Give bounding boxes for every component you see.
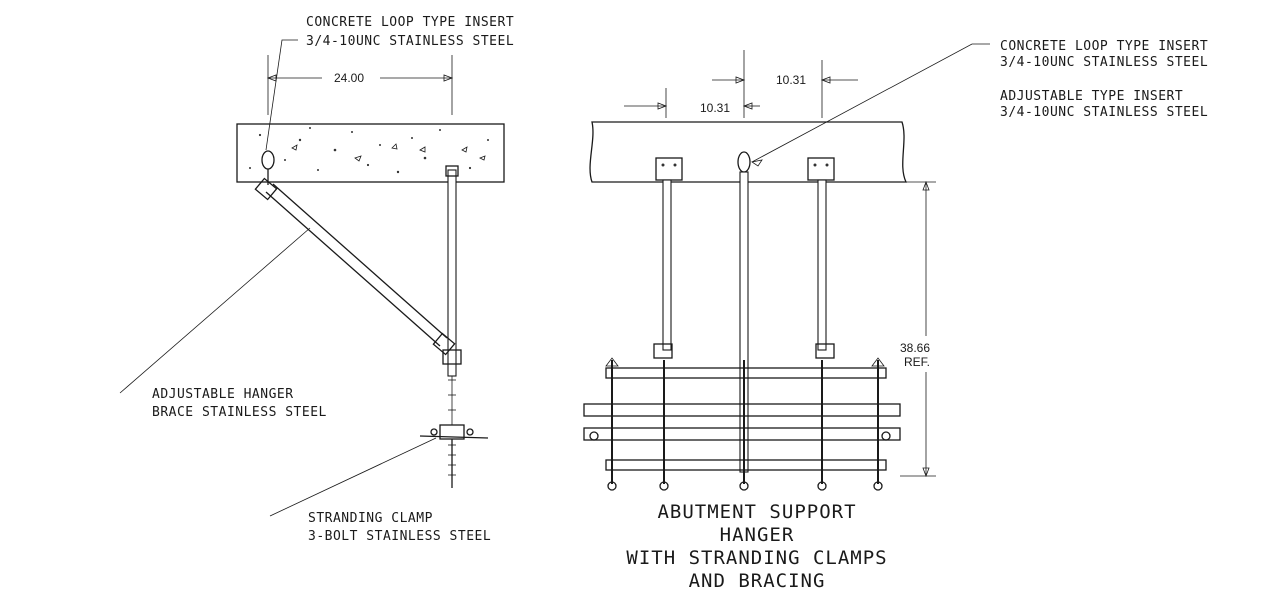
dim-height-note: REF. [904, 355, 930, 369]
adjustable-insert-label-line2: 3/4-10UNC STAINLESS STEEL [1000, 105, 1208, 120]
hanger-rod-a [662, 179, 672, 351]
clamp-label-line2: 3-BOLT STAINLESS STEEL [308, 529, 491, 544]
title-line3: WITH STRANDING CLAMPS [626, 547, 887, 569]
dim-height-label: 38.66 [900, 341, 930, 355]
hanger-rod-left [447, 169, 457, 377]
stranding-clamp-left [419, 424, 489, 488]
left-insert-label-line2: 3/4-10UNC STAINLESS STEEL [306, 34, 514, 49]
hanger-rod-c [817, 179, 827, 351]
clamp-frame [583, 357, 901, 491]
loop-insert-center [737, 151, 751, 173]
dim-24-label: 24.00 [334, 71, 364, 85]
right-insert-label-line2: 3/4-10UNC STAINLESS STEEL [1000, 55, 1208, 70]
adjustable-insert-label-line1: ADJUSTABLE TYPE INSERT [1000, 89, 1183, 104]
concrete-slab-left [236, 123, 505, 183]
concrete-slab-right [589, 121, 908, 183]
left-view: 24.00 CONCRETE LOOP TYPE INSERT 3/4-10UN… [119, 15, 514, 544]
adjustable-insert-left [655, 157, 683, 181]
adjustable-insert-right [807, 157, 835, 181]
left-insert-label-line1: CONCRETE LOOP TYPE INSERT [306, 15, 514, 30]
title-line2: HANGER [720, 524, 795, 546]
clamp-label-line1: STRANDING CLAMP [308, 511, 433, 526]
right-insert-label-line1: CONCRETE LOOP TYPE INSERT [1000, 39, 1208, 54]
brace-label-line1: ADJUSTABLE HANGER [152, 387, 294, 402]
brace-label-line2: BRACE STAINLESS STEEL [152, 405, 327, 420]
title-line1: ABUTMENT SUPPORT [657, 501, 856, 523]
right-view: 10.31 10.31 38.66 REF. CONCRETE LOOP TYP… [583, 39, 1208, 491]
concrete-aggregate [249, 127, 489, 174]
drawing-title: ABUTMENT SUPPORT HANGER WITH STRANDING C… [626, 501, 887, 592]
adjustable-brace [254, 177, 456, 356]
loop-insert-left [261, 150, 275, 170]
title-line4: AND BRACING [689, 570, 826, 592]
dim-1031-right-label: 10.31 [776, 73, 806, 87]
dim-1031-left-label: 10.31 [700, 101, 730, 115]
